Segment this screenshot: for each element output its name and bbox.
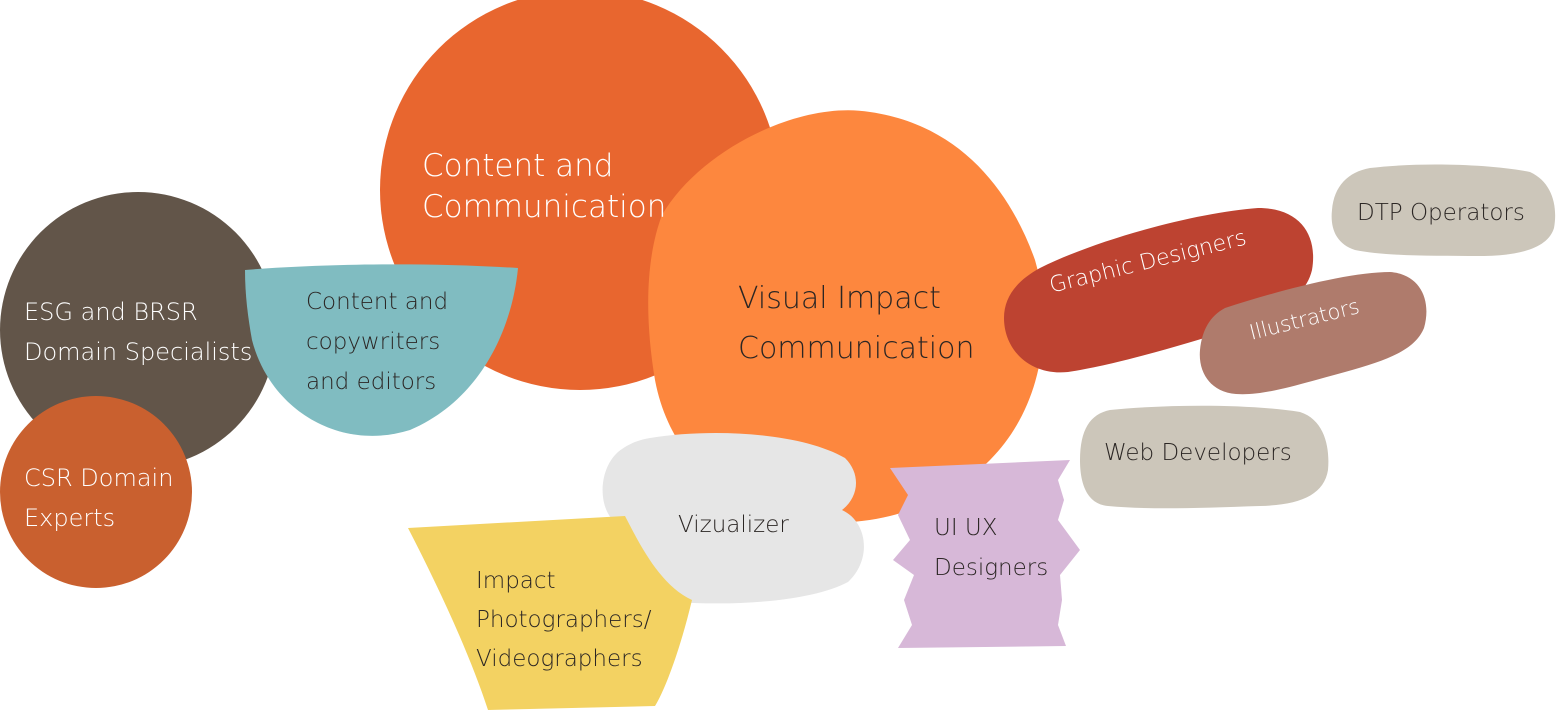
content-communication-label: Content and Communication [422, 148, 667, 226]
visual-impact-blob [648, 110, 1044, 523]
uiux-label: UI UX Designers [934, 515, 1049, 581]
csr-label: CSR Domain Experts [24, 464, 174, 532]
copywriters-bowl-shape [245, 264, 518, 436]
web-developers-label: Web Developers [1104, 440, 1292, 466]
esg-circle [0, 192, 276, 468]
esg-label: ESG and BRSR Domain Specialists [24, 298, 253, 366]
graphic-designers-pill [1004, 208, 1314, 373]
photographers-trapezoid-shape [408, 516, 692, 710]
illustrators-pill [1199, 272, 1427, 395]
copywriters-label: Content and copywriters and editors [306, 289, 449, 395]
csr-circle [0, 396, 192, 588]
uiux-zigzag-shape [890, 460, 1080, 648]
vizualizer-label: Vizualizer [678, 512, 789, 538]
photographers-label: Impact Photographers/ Videographers [476, 568, 652, 672]
vizualizer-cloud-shape [601, 432, 864, 604]
dtp-operators-pill [1331, 164, 1556, 256]
visual-impact-label: Visual Impact Communication [738, 281, 975, 366]
web-developers-pill [1080, 405, 1329, 509]
dtp-operators-label: DTP Operators [1357, 200, 1525, 226]
